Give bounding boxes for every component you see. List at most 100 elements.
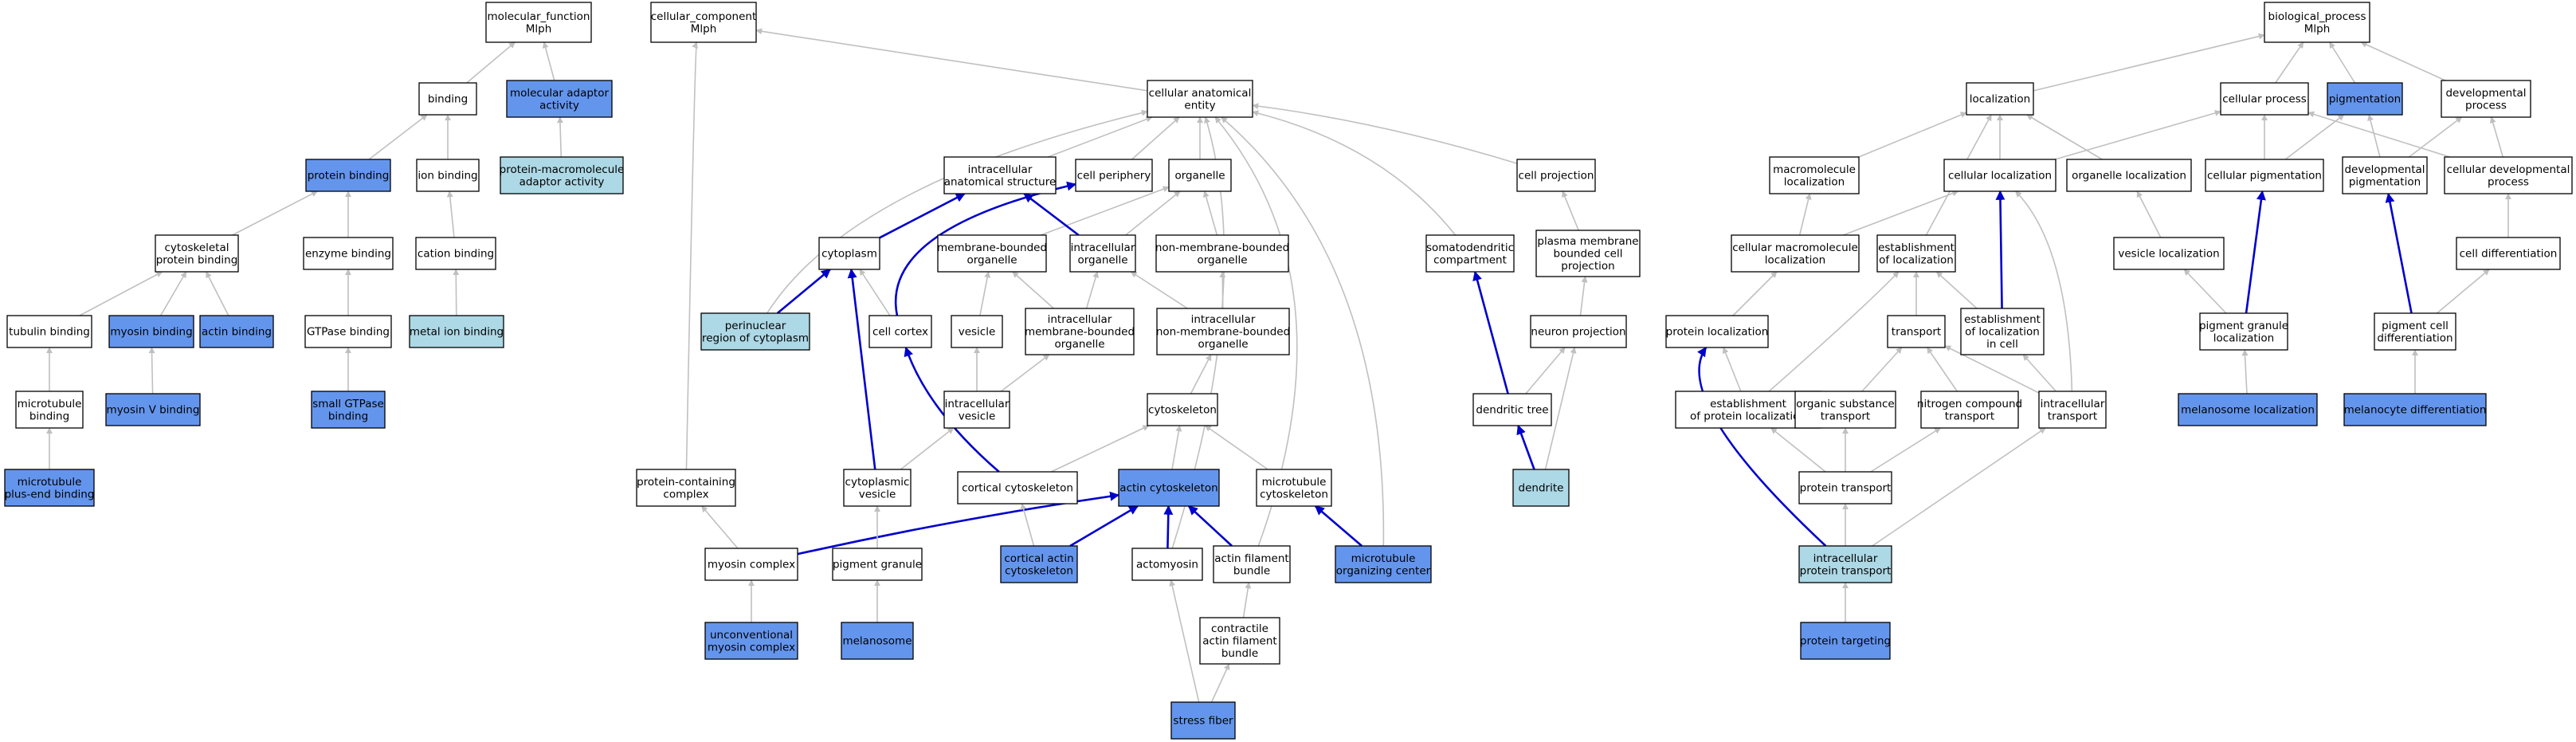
node-protein_targeting: protein targeting <box>1800 622 1891 660</box>
edge-mol_adaptor-to-mf <box>542 41 555 81</box>
edge-actin_cytoskel-to-cytoskeleton <box>1171 425 1182 470</box>
node-box <box>506 80 613 118</box>
node-label: melanocyte differentiation <box>2344 404 2487 417</box>
node-label: binding <box>328 410 368 422</box>
node-label: intracellular <box>1048 313 1112 326</box>
node-label: of protein localization <box>1690 410 1806 422</box>
edge-pgl-to-vesicle_loc <box>2183 269 2227 314</box>
edge-pm_proj-to-cell_projection <box>1562 190 1579 231</box>
node-box <box>841 622 914 660</box>
node-label: microtubule <box>1262 476 1327 489</box>
node-box <box>650 2 757 43</box>
node-org_loc: organelle localization <box>2066 159 2192 192</box>
node-melanocyte_diff: melanocyte differentiation <box>2343 393 2487 426</box>
node-box <box>2113 237 2225 270</box>
node-transport: transport <box>1887 315 1946 348</box>
node-box <box>843 469 912 507</box>
node-box <box>485 2 592 43</box>
node-cell_loc: cellular localization <box>1943 159 2056 192</box>
node-label: protein binding <box>308 170 390 183</box>
node-box <box>2199 312 2288 351</box>
node-label: of localization <box>1879 253 1954 266</box>
node-label: dendritic tree <box>1476 404 1548 417</box>
edge-pcd-to-cell_diff <box>2436 269 2490 314</box>
node-label: pigment cell <box>2382 320 2449 332</box>
node-metal_ion_binding: metal ion binding <box>409 315 504 348</box>
node-box <box>1000 545 1078 583</box>
node-label: Mlph <box>691 22 717 35</box>
node-box <box>957 471 1078 504</box>
node-box <box>1147 393 1218 426</box>
node-label: adaptor activity <box>520 175 605 188</box>
node-label: cytoplasm <box>821 248 877 261</box>
node-label: protein targeting <box>1800 635 1891 648</box>
node-box <box>1665 315 1769 348</box>
node-label: non-membrane-bounded <box>1155 241 1289 254</box>
node-label: compartment <box>1433 253 1507 266</box>
edge-cortical_actin-to-actin_cytoskel <box>1069 504 1139 548</box>
node-box <box>409 315 504 348</box>
node-label: vesicle <box>959 410 996 422</box>
node-box <box>1156 308 1290 355</box>
node-label: pigment granule <box>833 559 922 571</box>
edge-cell_dev-to-dev_process <box>2489 116 2504 158</box>
node-label: pigment granule <box>2199 320 2288 332</box>
edge-dev_pig-to-dev_process <box>2408 116 2463 158</box>
edge-protein_transport-to-estab_prot_loc <box>1770 427 1826 473</box>
node-box <box>1800 622 1891 660</box>
edge-perinuclear-to-cae <box>767 109 1148 314</box>
node-inmbo: intracellularnon-membrane-boundedorganel… <box>1156 308 1290 355</box>
node-cortical_cytoskel: cortical cytoskeleton <box>957 471 1078 504</box>
edge-binding-to-mf <box>466 41 516 84</box>
edge-cyto_prot_binding-to-protein_binding <box>232 190 318 236</box>
node-cell_diff: cell differentiation <box>2456 237 2561 270</box>
node-label: region of cytoplasm <box>702 332 809 344</box>
edge-melanosome_loc-to-pgl <box>2241 349 2249 395</box>
node-box <box>1213 545 1291 583</box>
edge-estab_loc_cell-to-estab_loc <box>1935 271 1978 309</box>
node-label: cellular process <box>2222 93 2307 106</box>
node-label: organelle localization <box>2072 170 2186 183</box>
node-label: intracellular <box>968 163 1033 176</box>
edge-stress_fiber-to-actomyosin <box>1169 579 1200 703</box>
node-box <box>951 315 1003 348</box>
node-stress_fiber: stress fiber <box>1170 701 1236 740</box>
edge-cell_cortex-to-cytoplasm <box>859 269 891 316</box>
node-label: organelle <box>1198 338 1248 351</box>
node-label: Mlph <box>526 22 552 35</box>
node-label: ion binding <box>418 170 477 183</box>
node-label: activity <box>539 99 579 112</box>
node-label: actin cytoskeleton <box>1119 482 1217 495</box>
node-box <box>2456 237 2561 270</box>
node-label: melanosome <box>842 635 912 648</box>
node-label: protein-containing <box>637 476 735 489</box>
node-myosin_binding: myosin binding <box>108 315 194 348</box>
node-label: cytoskeleton <box>1005 564 1073 577</box>
node-protein_loc: protein localization <box>1665 315 1769 348</box>
node-label: organizing center <box>1336 564 1431 577</box>
edge-estab_loc_cell-to-cell_loc <box>1995 190 2006 309</box>
node-tubulin_binding: tubulin binding <box>6 315 92 348</box>
edge-dendrite-to-neuron_proj <box>1544 347 1577 470</box>
node-protein_transport: protein transport <box>1798 471 1892 504</box>
edge-stress_fiber-to-cafb <box>1210 663 1230 703</box>
node-box <box>303 237 394 270</box>
node-cellular_process: cellular process <box>2220 82 2309 116</box>
node-label: cell periphery <box>1077 170 1151 183</box>
node-box <box>1069 234 1136 273</box>
node-organelle: organelle <box>1168 159 1232 192</box>
node-actomyosin: actomyosin <box>1131 548 1203 581</box>
node-label: small GTPase <box>312 398 384 410</box>
edge-localization-to-bp <box>2033 33 2265 92</box>
edge-ipt-to-protein_loc <box>1697 347 1827 547</box>
